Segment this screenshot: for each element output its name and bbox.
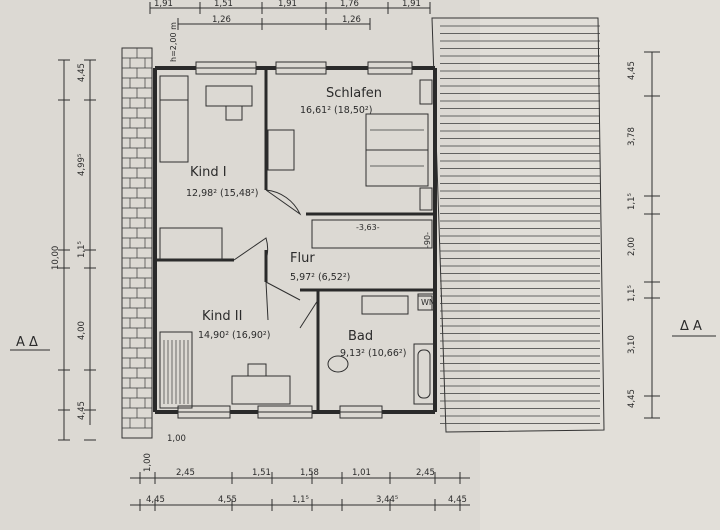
room-name-bad: Bad — [348, 329, 373, 344]
dim-top-3: 1,91 — [278, 0, 297, 9]
room-area-schlafen: 16,61² (18,50²) — [300, 105, 372, 116]
room-name-kind2: Kind II — [202, 309, 242, 324]
washing-machine-box — [417, 293, 435, 311]
dim-right-4: 2,00 — [627, 237, 637, 256]
room-kind2: Kind II 14,90² (16,90²) — [198, 309, 270, 341]
section-marker-left: A Δ — [16, 335, 38, 350]
dim-left-4: 4,00 — [77, 321, 87, 340]
dim-bottom-7: 4,55 — [218, 495, 237, 505]
dim-bottom-6: 4,45 — [146, 495, 165, 505]
furniture — [159, 75, 435, 409]
dim-left-1: 4,45 — [77, 63, 87, 82]
room-area-kind2: 14,90² (16,90²) — [198, 330, 270, 341]
room-schlafen: Schlafen 16,61² (18,50²) — [300, 86, 382, 116]
dim-top-1: 1,91 — [154, 0, 173, 9]
dim-bottom-8: 1,1⁵ — [292, 495, 309, 505]
room-area-kind1: 12,98² (15,48²) — [186, 188, 258, 199]
dimension-left: 10,00 4,45 4,99⁵ 1,1⁵ 4,00 4,45 — [51, 59, 96, 441]
washing-machine-label: WM — [421, 298, 436, 307]
inner-dimension-363: -3,63- — [356, 223, 380, 232]
dimension-right: 4,45 3,78 1,1⁵ 2,00 1,1⁵ 3,10 4,45 — [627, 51, 660, 419]
dim-bottom-small-1: 1,00 — [167, 434, 186, 444]
ceiling-height-label: h=2,00 m — [169, 22, 178, 62]
room-area-flur: 5,97² (6,52²) — [290, 272, 350, 283]
dim-right-1: 4,45 — [627, 61, 637, 80]
dim-right-7: 4,45 — [627, 389, 637, 408]
dim-right-5: 1,1⁵ — [627, 285, 637, 302]
right-roof-hatching — [431, 17, 605, 433]
section-marker-right: Δ A — [680, 319, 702, 334]
dim-bottom-small-2: 1,00 — [143, 453, 153, 472]
room-name-flur: Flur — [290, 251, 315, 266]
dim-bottom-4: 1,01 — [352, 468, 371, 478]
dim-top-5: 1,91 — [402, 0, 421, 9]
dim-bottom-9: 3,44⁵ — [376, 495, 398, 505]
dimension-bottom: 1,00 1,00 2,45 1,51 1,58 1,01 2,45 4,45 … — [130, 434, 470, 511]
room-name-kind1: Kind I — [190, 165, 227, 180]
dim-bottom-5: 2,45 — [416, 468, 435, 478]
bottom-windows — [177, 405, 383, 419]
dim-bottom-3: 1,58 — [300, 468, 319, 478]
top-windows — [195, 61, 413, 75]
dim-top-7: 1,26 — [342, 15, 361, 25]
dim-left-5: 4,45 — [77, 401, 87, 420]
dim-top-2: 1,51 — [214, 0, 233, 9]
dim-right-3: 1,1⁵ — [627, 193, 637, 210]
inner-dimension-90: -90- — [423, 232, 432, 248]
dim-bottom-10: 4,45 — [448, 495, 467, 505]
dim-right-6: 3,10 — [627, 335, 637, 354]
dim-top-6: 1,26 — [212, 15, 231, 25]
room-name-schlafen: Schlafen — [326, 86, 382, 101]
door-swings — [233, 189, 319, 329]
dim-left-total: 10,00 — [51, 246, 61, 270]
dim-left-3: 1,1⁵ — [77, 241, 87, 258]
left-roof-hatching — [121, 47, 153, 439]
room-kind1: Kind I 12,98² (15,48²) — [186, 165, 258, 199]
room-bad: Bad 9,13² (10,66²) — [340, 329, 406, 359]
dim-top-4: 1,76 — [340, 0, 359, 9]
dim-right-2: 3,78 — [627, 127, 637, 146]
room-flur: Flur 5,97² (6,52²) — [290, 251, 350, 283]
paper-right-sheet — [480, 0, 720, 530]
dimension-top: 1,91 1,51 1,91 1,76 1,91 1,26 1,26 — [149, 0, 431, 30]
dim-bottom-2: 1,51 — [252, 468, 271, 478]
dim-bottom-1: 2,45 — [176, 468, 195, 478]
dim-left-2: 4,99⁵ — [77, 154, 87, 176]
room-area-bad: 9,13² (10,66²) — [340, 348, 406, 359]
